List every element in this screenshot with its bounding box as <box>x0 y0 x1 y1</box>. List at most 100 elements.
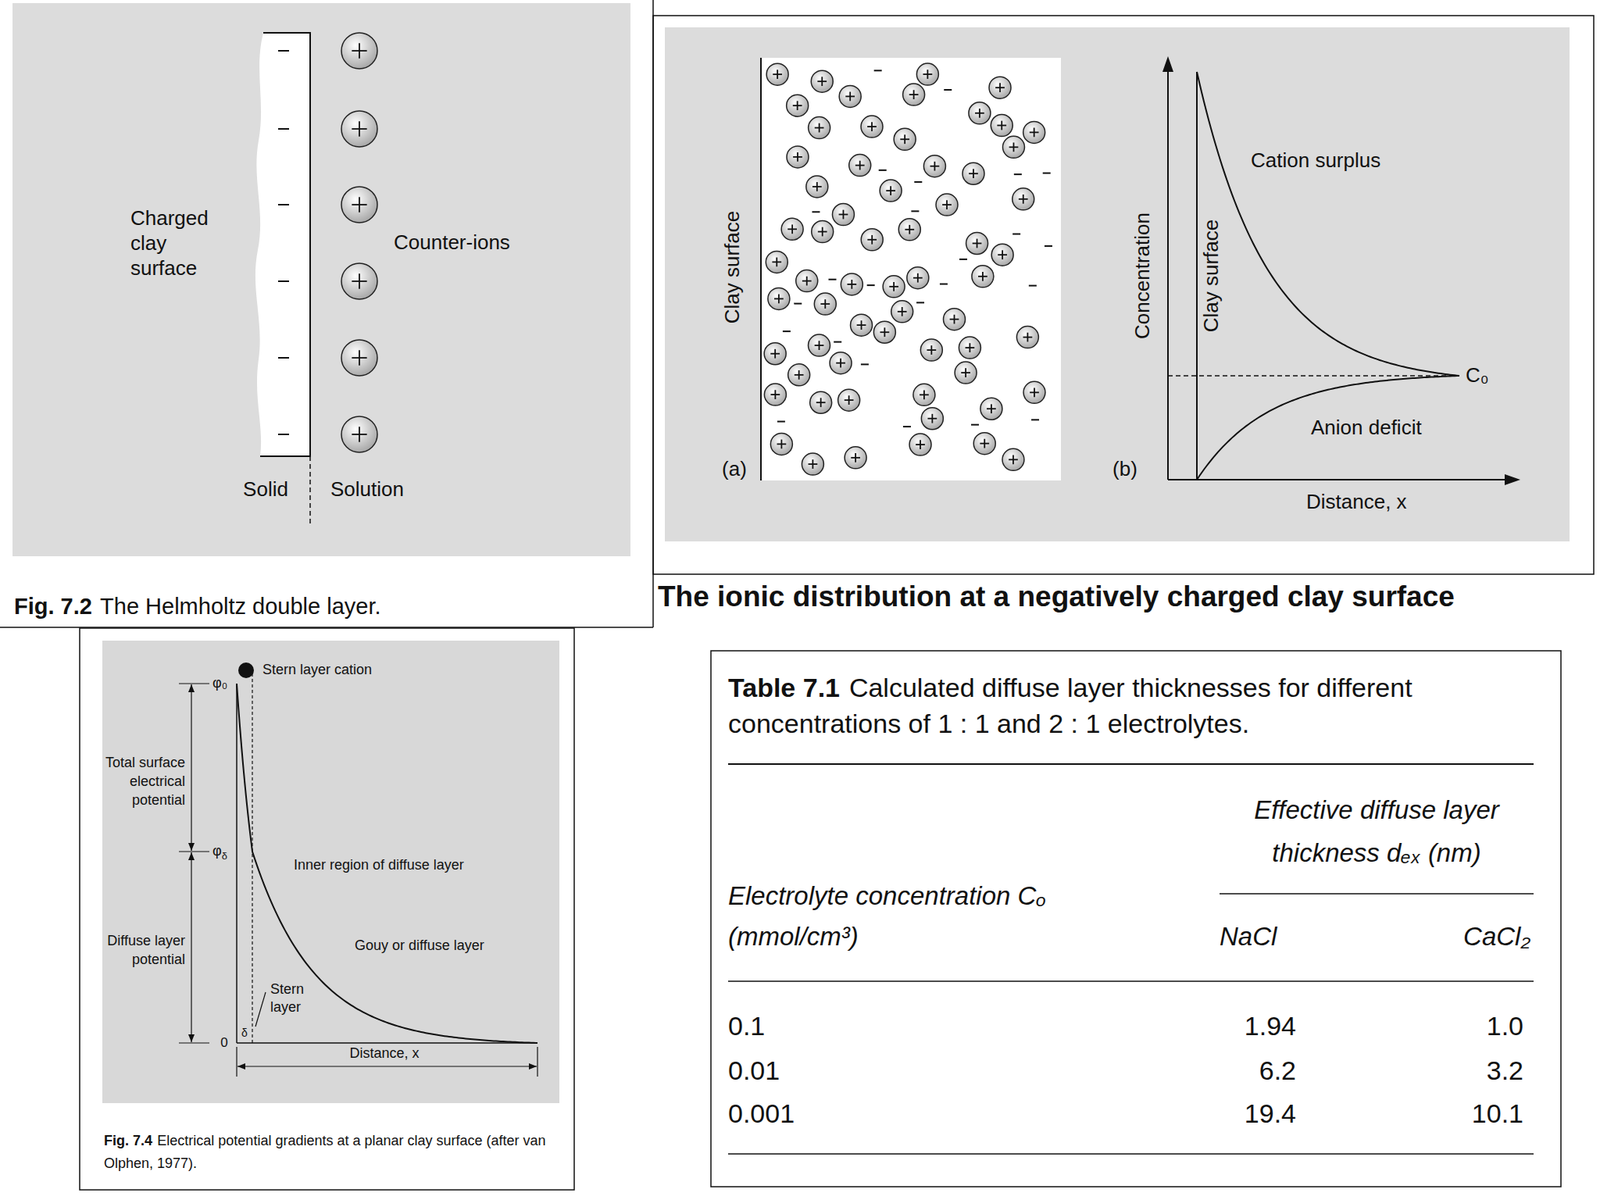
tick-line <box>178 682 210 684</box>
column-header-text: CaCl₂ <box>1463 921 1531 951</box>
bulk-level-line <box>1167 375 1460 377</box>
figure-ground <box>102 640 560 1104</box>
ion-circle <box>765 250 788 273</box>
ion-label-text: Counter-ions <box>393 230 511 254</box>
cation-symbol <box>764 383 786 406</box>
ion-circle <box>832 203 854 226</box>
cation-symbol <box>991 243 1014 266</box>
cation-symbol <box>916 63 939 86</box>
plus-bar <box>811 459 814 469</box>
panel-letter: (a) <box>721 457 747 482</box>
figure-caption: Fig. 7.2The Helmholtz double layer. <box>14 592 382 621</box>
plus-bar <box>850 279 853 290</box>
cation-symbol <box>786 146 809 168</box>
axis-label: Distance, x <box>1306 489 1408 515</box>
cation-symbol <box>1016 326 1039 349</box>
anion-symbol <box>811 210 820 213</box>
ion-circle <box>341 263 378 300</box>
table-cell: 10.1 <box>1471 1097 1524 1130</box>
anion-symbol <box>278 50 290 52</box>
plus-bar <box>776 69 779 79</box>
plus-bar <box>824 299 826 309</box>
cation-symbol <box>341 339 378 376</box>
dimension-label-text: Diffuse layer potential <box>107 932 186 968</box>
cation-symbol <box>973 432 996 455</box>
plus-bar <box>1026 332 1029 343</box>
ion-circle <box>786 146 809 168</box>
plus-bar <box>1000 121 1003 131</box>
dimension-label: Diffuse layer potential <box>103 931 186 969</box>
plus-bar <box>931 414 933 424</box>
cation-symbol <box>850 314 873 336</box>
ion-circle <box>770 432 793 455</box>
ion-circle <box>971 265 994 288</box>
column-header: Electrolyte concentration Cₒ (mmol/cm³) <box>728 875 1072 958</box>
clay-plate-edge <box>260 32 311 457</box>
cation-symbol <box>873 321 896 343</box>
cation-symbol <box>882 275 905 298</box>
clay-plate <box>255 32 311 457</box>
cation-symbol <box>893 128 916 150</box>
phase-boundary <box>309 456 311 526</box>
ion-circle <box>849 154 872 177</box>
plus-bar <box>791 224 793 234</box>
plus-bar <box>796 100 799 111</box>
cation-symbol <box>808 334 831 357</box>
ion-circle <box>913 383 936 406</box>
potential-symbol-text: φ <box>212 842 222 859</box>
ion-circle <box>796 270 818 293</box>
curve-label: Inner region of diffuse layer <box>293 857 465 875</box>
table-cell-text: 1.0 <box>1486 1010 1524 1041</box>
ion-circle <box>1012 188 1035 211</box>
ion-circle <box>767 287 790 310</box>
figure-caption-text: Fig. 7.2 <box>14 593 93 619</box>
ion-circle <box>909 433 932 456</box>
plus-bar <box>358 426 361 442</box>
cation-symbol <box>954 361 977 384</box>
plus-bar <box>919 439 922 450</box>
plus-bar <box>798 370 800 380</box>
anion-symbol <box>828 278 836 281</box>
curve-label-text: Inner region of diffuse layer <box>293 857 465 873</box>
plus-bar <box>1033 387 1036 397</box>
potential-symbol-text: φ₀ <box>212 675 228 691</box>
figure-caption-text: Fig. 7.4 <box>103 1132 153 1149</box>
anion-symbol <box>914 181 922 183</box>
clay-surface-line <box>1196 71 1198 480</box>
cation-symbol <box>765 250 788 273</box>
frame-line <box>653 15 1594 575</box>
ion-circle <box>991 243 1014 266</box>
panel-letter-text: (b) <box>1112 457 1138 481</box>
cation-symbol <box>849 154 872 177</box>
curve-label: Anion deficit <box>1310 415 1422 440</box>
anion-symbol <box>278 203 290 206</box>
plus-bar <box>860 320 863 330</box>
potential-symbol-text: δ <box>221 850 228 862</box>
ion-circle <box>973 432 996 455</box>
column-header: Effective diffuse layer thickness dₑₓ (n… <box>1212 788 1541 875</box>
anion-curve <box>1196 375 1460 480</box>
dimension-label: Total surface electrical potential <box>103 753 186 810</box>
cation-symbol <box>341 263 378 300</box>
cation-symbol <box>971 265 994 288</box>
ion-circle <box>801 453 824 475</box>
cation-symbol <box>1012 188 1035 211</box>
plus-bar <box>842 210 845 220</box>
axis-label-text: Concentration <box>1130 212 1154 340</box>
ion-circle <box>873 321 896 343</box>
cation-symbol <box>796 270 818 293</box>
plus-bar <box>889 185 892 196</box>
cation-symbol <box>907 267 929 290</box>
cation-symbol <box>903 83 925 106</box>
anion-symbol <box>793 303 802 305</box>
cation-symbol <box>810 70 833 93</box>
plus-bar <box>796 152 799 162</box>
plus-bar <box>871 235 873 245</box>
ion-circle <box>766 63 789 86</box>
cation-symbol <box>341 32 378 69</box>
axis-arrow <box>1162 56 1174 72</box>
tick-line <box>178 1042 210 1043</box>
table-cell: 19.4 <box>1244 1097 1297 1130</box>
cation-symbol <box>898 218 921 241</box>
